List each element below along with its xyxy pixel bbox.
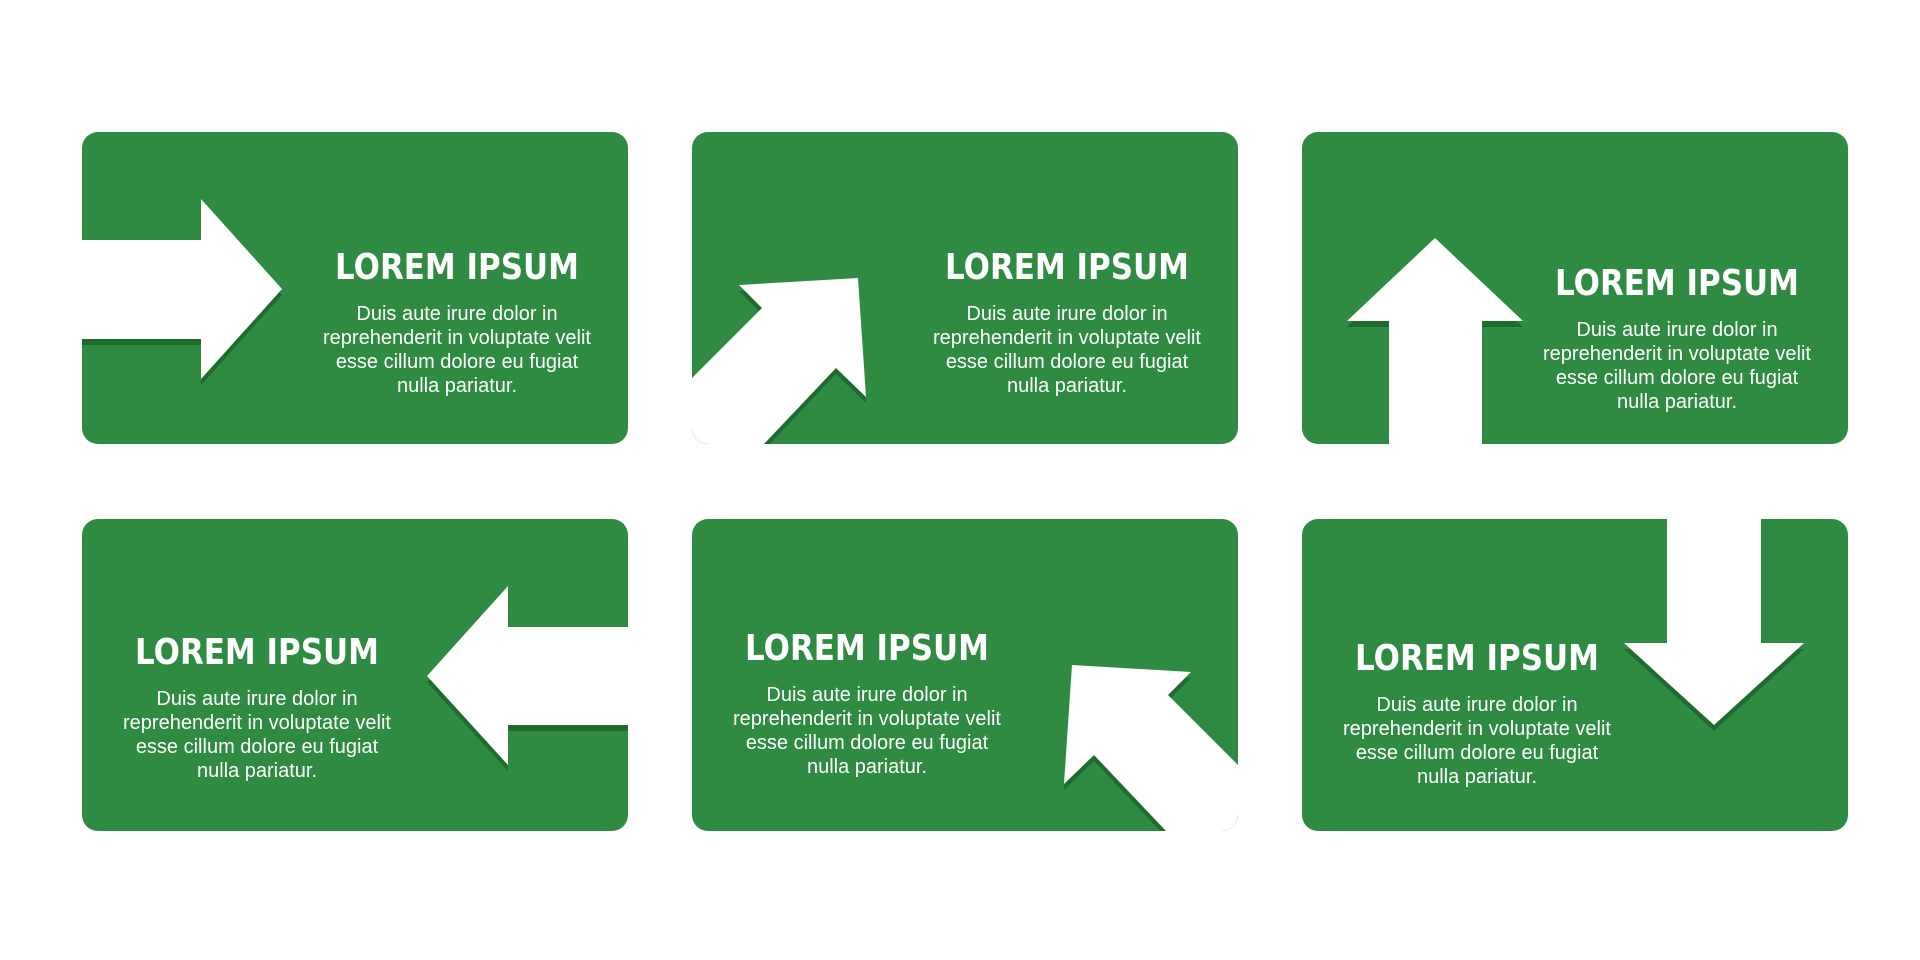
card-title: LOREM IPSUM [1555,263,1799,304]
card-text: LOREM IPSUM Duis aute irure dolor in rep… [1527,262,1827,414]
card-arrow-left: LOREM IPSUM Duis aute irure dolor in rep… [82,519,628,831]
card-background [692,519,1238,831]
card-body: Duis aute irure dolor in reprehenderit i… [123,688,391,782]
arrow-down-icon [1624,519,1804,731]
card-arrow-up: LOREM IPSUM Duis aute irure dolor in rep… [1302,132,1848,444]
card-arrow-right: LOREM IPSUM Duis aute irure dolor in rep… [82,132,628,444]
card-body: Duis aute irure dolor in reprehenderit i… [323,303,591,397]
arrow-left-icon [427,586,628,771]
card-title: LOREM IPSUM [335,247,579,288]
card-text: LOREM IPSUM Duis aute irure dolor in rep… [107,631,407,783]
card-arrow-down: LOREM IPSUM Duis aute irure dolor in rep… [1302,519,1848,831]
arrow-up-icon [1347,238,1523,444]
card-title: LOREM IPSUM [745,628,989,669]
card-body: Duis aute irure dolor in reprehenderit i… [1343,694,1611,788]
card-text: LOREM IPSUM Duis aute irure dolor in rep… [717,627,1017,779]
card-background [692,132,1238,444]
card-arrow-up-right: LOREM IPSUM Duis aute irure dolor in rep… [692,132,1238,444]
card-body: Duis aute irure dolor in reprehenderit i… [1543,319,1811,413]
card-text: LOREM IPSUM Duis aute irure dolor in rep… [917,246,1217,398]
card-background [82,519,628,831]
card-arrow-up-left: LOREM IPSUM Duis aute irure dolor in rep… [692,519,1238,831]
card-background [1302,132,1848,444]
card-body: Duis aute irure dolor in reprehenderit i… [933,303,1201,397]
arrow-up-right-icon [692,278,866,444]
card-title: LOREM IPSUM [135,632,379,673]
card-text: LOREM IPSUM Duis aute irure dolor in rep… [1327,637,1627,789]
card-body: Duis aute irure dolor in reprehenderit i… [733,684,1001,778]
card-background [1302,519,1848,831]
card-background [82,132,628,444]
card-text: LOREM IPSUM Duis aute irure dolor in rep… [307,246,607,398]
arrow-right-icon [82,199,282,385]
card-title: LOREM IPSUM [945,247,1189,288]
card-title: LOREM IPSUM [1355,638,1599,679]
arrow-up-left-icon [1064,665,1238,831]
